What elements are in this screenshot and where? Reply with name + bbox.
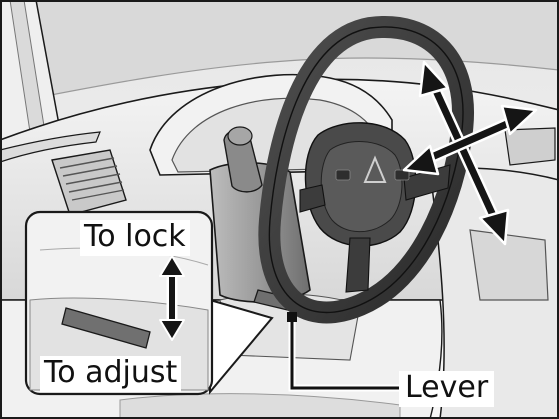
lever-leader-line	[287, 312, 400, 392]
steering-wheel-emblem	[363, 155, 387, 183]
column-hub	[227, 126, 253, 146]
lever-label: Lever	[399, 371, 495, 407]
to-adjust-label: To adjust	[40, 356, 182, 392]
console-right-vent	[504, 127, 556, 166]
telescope-arrow	[402, 104, 538, 176]
door-trim	[0, 131, 101, 163]
inset-lever	[61, 307, 151, 349]
console-panel	[469, 229, 549, 301]
to-lock-label: To lock	[80, 220, 190, 256]
steering-wheel	[258, 16, 474, 324]
tilt-arrow	[418, 60, 510, 246]
air-vent	[51, 149, 127, 216]
lock-adjust-arrow	[159, 255, 185, 341]
